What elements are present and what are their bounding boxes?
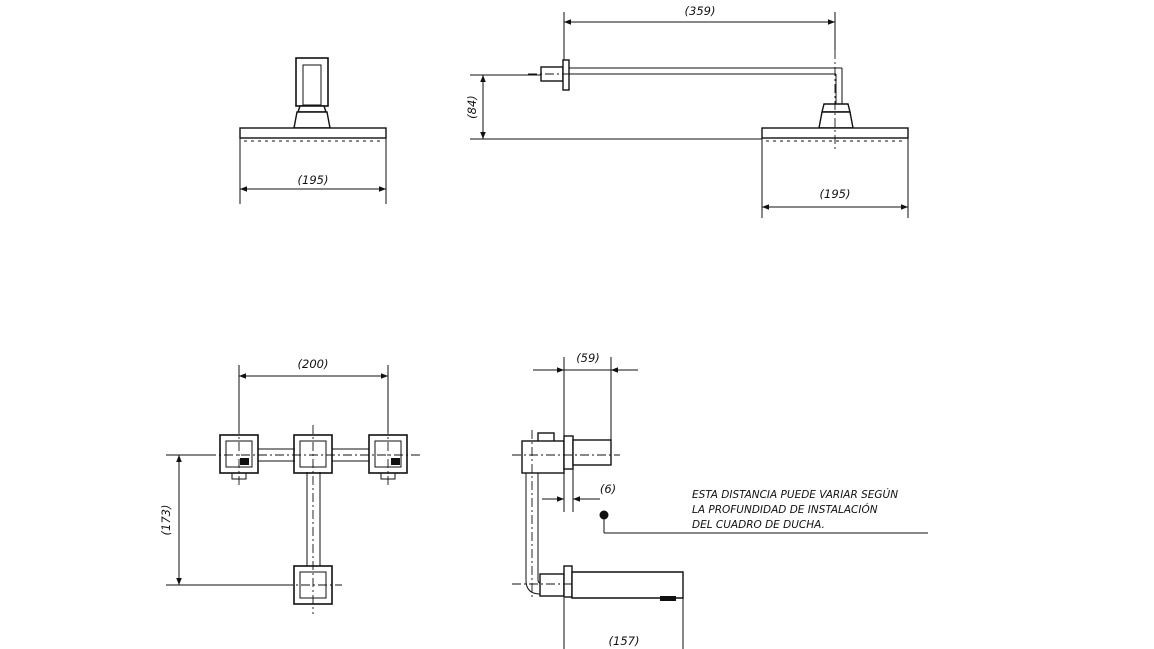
note-line-1: ESTA DISTANCIA PUEDE VARIAR SEGÚN (692, 488, 898, 501)
valve-body-side-view: (59) (6) ESTA DISTANCIA PUEDE VARIAR SEG… (512, 351, 928, 649)
dim-arm-height: (84) (465, 95, 479, 119)
dim-valve-height: (173) (159, 505, 173, 536)
dim-head-width-front: (195) (298, 173, 329, 187)
dim-head-width-side: (195) (820, 187, 851, 201)
dim-spout-length: (157) (609, 634, 640, 648)
dim-arm-length: (359) (685, 4, 716, 18)
note-line-3: DEL CUADRO DE DUCHA. (692, 519, 825, 531)
shower-arm-side-view: (359) (84) (195) (465, 4, 909, 218)
dim-body-depth: (59) (576, 351, 600, 365)
dim-valve-spacing: (200) (298, 357, 329, 371)
valve-body-front-view: (200) (173) (159, 357, 420, 614)
note-line-2: LA PROFUNDIDAD DE INSTALACIÓN (692, 503, 878, 516)
dim-gap: (6) (600, 482, 616, 496)
shower-head-front-view: (195) (239, 57, 387, 204)
